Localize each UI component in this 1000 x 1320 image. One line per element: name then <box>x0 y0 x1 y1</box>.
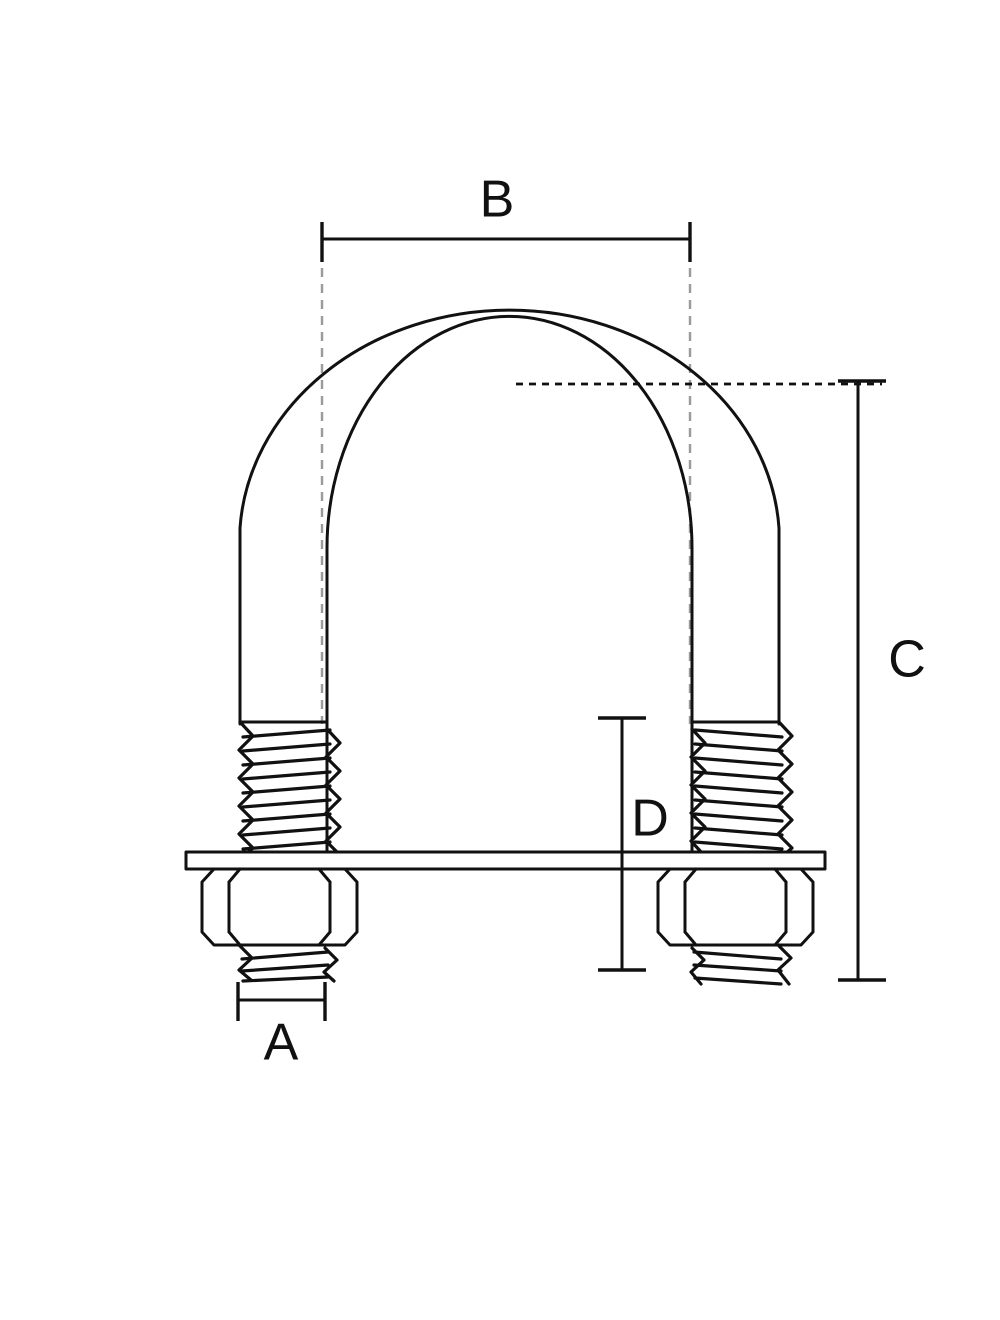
dimension-b-label: B <box>480 171 515 229</box>
right-thread <box>689 720 794 860</box>
left-lower-thread <box>237 944 339 983</box>
right-thread-helix-lines <box>693 728 784 851</box>
extension-lines <box>320 268 882 724</box>
left-nut-face-edge-1 <box>227 867 242 884</box>
right-thread-crest-left <box>689 727 707 855</box>
left-nut-outline <box>200 867 359 947</box>
right-hex-nut <box>656 867 815 947</box>
mounting-plate <box>184 850 827 871</box>
right-lower-thread-crest-right <box>776 944 793 986</box>
dimension-c-label: C <box>888 631 926 689</box>
dimension-a-label: A <box>264 1014 299 1072</box>
left-nut-face-edge-3 <box>317 867 332 884</box>
dimension-d: D <box>598 716 669 972</box>
dimension-b: B <box>320 171 692 262</box>
right-lower-thread <box>689 944 793 986</box>
ubolt-outer-profile <box>238 308 781 726</box>
left-nut-face-edge-2 <box>227 930 242 947</box>
left-nut-face-edge-4 <box>317 930 332 947</box>
right-nut-face-edge-2 <box>683 930 698 947</box>
right-nut-face-edge-3 <box>773 867 788 884</box>
left-thread-crest-left <box>237 720 255 860</box>
left-thread-crest-right <box>324 727 342 854</box>
right-nut-face-edge-1 <box>683 867 698 884</box>
left-lower-thread-crest-left <box>237 944 254 982</box>
dimension-c: C <box>838 379 926 982</box>
ubolt-inner-profile <box>325 314 694 726</box>
left-thread-helix-lines <box>241 728 332 851</box>
ubolt-body <box>238 308 781 726</box>
right-nut-face-edge-4 <box>773 930 788 947</box>
right-nut-outline <box>656 867 815 947</box>
left-thread <box>237 720 342 860</box>
dimension-d-label: D <box>631 790 669 848</box>
left-hex-nut <box>200 867 359 947</box>
dimension-a: A <box>236 982 327 1072</box>
right-thread-crest-right <box>776 720 794 860</box>
